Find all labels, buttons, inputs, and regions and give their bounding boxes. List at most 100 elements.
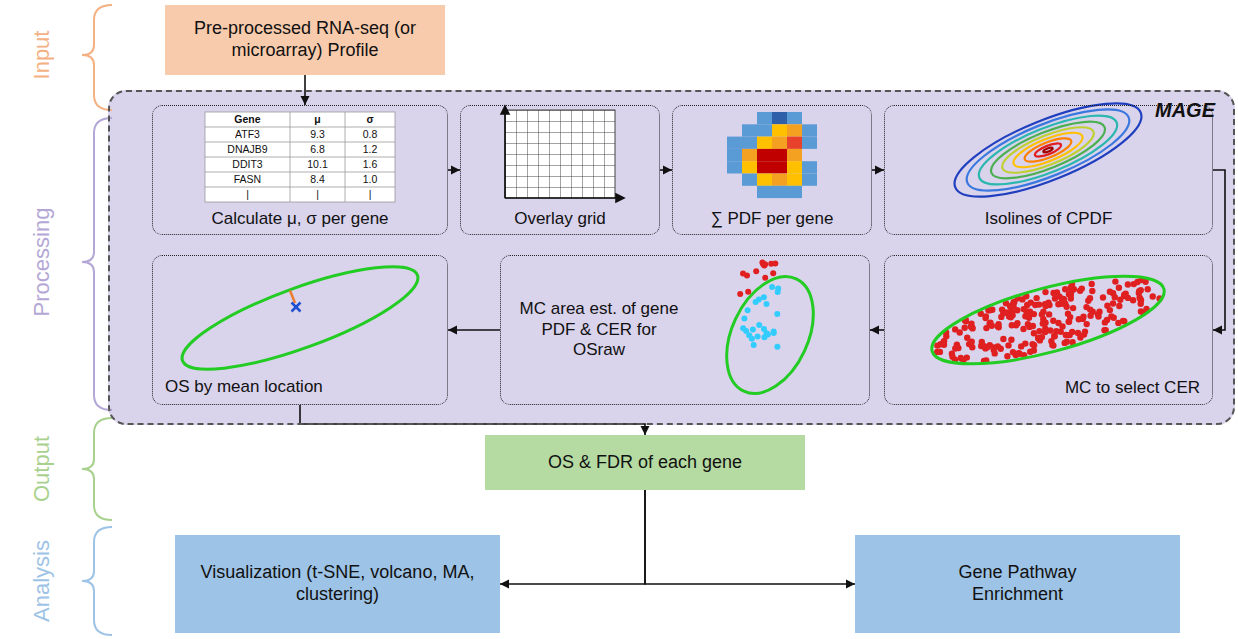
- outside-dot: [753, 268, 759, 274]
- mc-dot: [1081, 331, 1087, 337]
- table-cell: 1.2: [345, 142, 395, 157]
- overlay-grid: [505, 110, 615, 198]
- inside-dot: [756, 322, 762, 328]
- table-cell: 6.8: [290, 142, 345, 157]
- heat-cell: [727, 149, 742, 161]
- table-cell: DDIT3: [205, 157, 290, 172]
- table-rule: [205, 142, 395, 143]
- mc-dot: [1042, 319, 1048, 325]
- heat-cell: [742, 124, 757, 136]
- heat-cell: [742, 149, 757, 161]
- mc-dot: [969, 339, 975, 345]
- heat-cell: [772, 137, 787, 149]
- flow-arrow: [660, 169, 672, 171]
- mc-dot: [1040, 308, 1046, 314]
- mc-dot: [1024, 302, 1030, 308]
- mc-dot: [1102, 319, 1108, 325]
- mc-dot: [969, 325, 975, 331]
- heat-cell: [787, 174, 802, 186]
- mc-dot: [1008, 314, 1014, 320]
- table-cell: 10.1: [290, 157, 345, 172]
- mc-dot: [1042, 289, 1048, 295]
- heat-cell: [757, 124, 772, 136]
- mc-dot: [1145, 286, 1151, 292]
- mc-dot: [981, 343, 987, 349]
- mc-dot: [1138, 301, 1144, 307]
- flow-arrow: [1213, 170, 1225, 330]
- inside-dot: [775, 289, 781, 295]
- isoline: [1010, 126, 1087, 174]
- mc-dot: [1136, 290, 1142, 296]
- mc-dot: [995, 321, 1001, 327]
- flow-arrow: [645, 490, 855, 584]
- inside-dot: [745, 307, 751, 313]
- area-dots: [737, 260, 781, 350]
- mc-dot: [1039, 334, 1045, 340]
- outside-dot: [745, 289, 751, 295]
- mc-dot: [955, 345, 961, 351]
- heat-cell: [787, 149, 802, 161]
- mc-dot: [1077, 288, 1083, 294]
- heat-cell: [757, 186, 772, 198]
- mc-dot: [1000, 310, 1006, 316]
- mean-cross: [292, 303, 301, 312]
- table-cell: |: [205, 187, 290, 202]
- heat-cell: [757, 137, 772, 149]
- heat-cell: [742, 161, 757, 173]
- mc-dot: [1067, 314, 1073, 320]
- output-box: OS & FDR of each gene: [485, 435, 805, 490]
- input-box: Pre-processed RNA-seq (or microarray) Pr…: [165, 5, 445, 75]
- isoline: [1043, 147, 1053, 154]
- process-box: Overlay grid: [460, 105, 660, 235]
- table-cell: ATF3: [205, 127, 290, 142]
- inside-dot: [741, 316, 747, 322]
- table-rule: [205, 172, 395, 173]
- mc-dots: [934, 277, 1163, 364]
- isoline: [985, 110, 1112, 189]
- heat-cell: [787, 137, 802, 149]
- mc-dot: [1000, 336, 1006, 342]
- mc-dot: [969, 325, 975, 331]
- isoline: [958, 93, 1139, 206]
- mc-dot: [1063, 332, 1069, 338]
- outside-dot: [744, 272, 750, 278]
- mc-dot: [1046, 311, 1052, 317]
- mc-dot: [1075, 330, 1081, 336]
- box-text: Isolines of CPDF: [985, 209, 1113, 229]
- flow-arrow: [300, 405, 645, 435]
- mc-dot: [1026, 324, 1032, 330]
- mc-dot: [1064, 339, 1070, 345]
- heat-cell: [787, 112, 802, 124]
- grid-ground: [505, 110, 615, 198]
- mc-dot: [1067, 291, 1073, 297]
- box-text: OS & FDR of each gene: [548, 452, 742, 474]
- table-cell: σ: [345, 112, 395, 127]
- heat-cell: [772, 149, 787, 161]
- box-text: Pre-processed RNA-seq (or microarray) Pr…: [174, 18, 436, 61]
- mc-dot: [937, 349, 943, 355]
- box-text: MC area est. of gene PDF & CER for OSraw: [515, 299, 683, 360]
- process-box: MC to select CER: [884, 255, 1213, 405]
- heat-cell: [757, 112, 772, 124]
- table-cell: μ: [290, 112, 345, 127]
- analysis-box: Gene Pathway Enrichment: [855, 535, 1180, 633]
- table-rule: [205, 157, 395, 158]
- table-frame: [205, 112, 395, 202]
- mc-dot: [1087, 313, 1093, 319]
- outside-dot: [762, 275, 768, 281]
- stage-label: Output: [29, 436, 55, 502]
- isoline: [1033, 141, 1062, 159]
- mc-dot: [934, 342, 940, 348]
- mc-dot: [1125, 281, 1131, 287]
- table-cell: |: [290, 187, 345, 202]
- mc-dot: [943, 333, 949, 339]
- mc-dot: [1150, 293, 1156, 299]
- mc-dot: [1050, 342, 1056, 348]
- mc-dot: [1010, 302, 1016, 308]
- mc-dot: [1116, 303, 1122, 309]
- mc-dot: [1008, 337, 1014, 343]
- inside-dot: [774, 311, 780, 317]
- box-text: ∑ PDF per gene: [711, 209, 834, 229]
- stage-label: Processing: [29, 208, 55, 317]
- heat-cell: [772, 161, 787, 173]
